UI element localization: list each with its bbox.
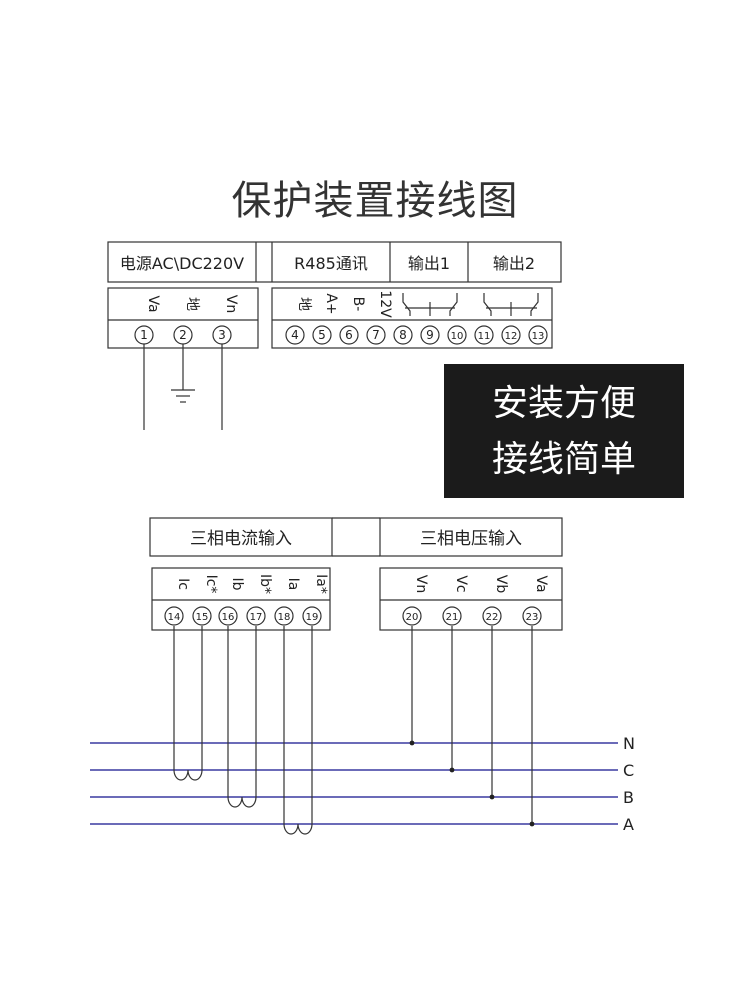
- header-output2: 输出2: [493, 254, 535, 273]
- terminal-number: 23: [526, 612, 539, 623]
- header-current-input: 三相电流输入: [190, 529, 292, 549]
- feature-badge: 安装方便 接线简单: [444, 364, 684, 498]
- header-output1: 输出1: [408, 254, 450, 273]
- terminal-number-circle: [246, 606, 266, 626]
- terminal-label: Vn: [413, 575, 429, 593]
- terminal-number-circle: [274, 606, 294, 626]
- terminal-number: 17: [250, 612, 263, 623]
- terminal-number-circle: [402, 606, 422, 626]
- relay-contact-output2-icon: [483, 293, 539, 316]
- ct-loop-b: [227, 626, 257, 808]
- terminal-number: 7: [372, 328, 380, 342]
- terminal-number-circle: [528, 325, 548, 345]
- terminal-number-circle: [393, 325, 413, 345]
- terminal-number-circle: [501, 325, 521, 345]
- terminal-label: 12V: [377, 290, 393, 318]
- junction-dot: [489, 794, 495, 800]
- terminal-number-circle: [192, 606, 212, 626]
- terminal-number: 16: [222, 612, 235, 623]
- terminal-number-circle: [302, 606, 322, 626]
- terminal-label: 地: [296, 297, 312, 311]
- terminal-label: Ib*: [257, 574, 273, 594]
- terminal-number-circle: [522, 606, 542, 626]
- bus-label-b: B: [623, 788, 634, 807]
- terminal-number: 15: [196, 612, 209, 623]
- terminal-number: 22: [486, 612, 499, 623]
- current-terminal-block: [151, 567, 331, 631]
- terminal-label: Vn: [223, 295, 239, 313]
- terminal-number-circle: [312, 325, 332, 345]
- terminal-number: 9: [426, 328, 434, 342]
- terminal-number: 13: [532, 331, 545, 342]
- terminal-number-circle: [218, 606, 238, 626]
- terminal-number-circle: [482, 606, 502, 626]
- top-header-bar: [107, 241, 562, 283]
- ct-loop-a: [283, 626, 313, 835]
- terminal-number-circle: [447, 325, 467, 345]
- terminal-label: Ia: [285, 578, 301, 591]
- bus-label-n: N: [623, 734, 635, 753]
- terminal-number-circle: [366, 325, 386, 345]
- terminal-number: 1: [140, 328, 148, 342]
- terminal-label: A+: [323, 293, 339, 314]
- ground-icon: [171, 389, 195, 403]
- terminal-number: 14: [168, 612, 181, 623]
- terminal-number: 5: [318, 328, 326, 342]
- relay-contact-output1-icon: [402, 293, 458, 316]
- terminal-number: 4: [291, 328, 299, 342]
- junction-dot: [409, 740, 415, 746]
- terminal-number-circle: [420, 325, 440, 345]
- header-power: 电源AC\DC220V: [120, 254, 244, 273]
- voltage-terminal-block: [379, 567, 563, 631]
- terminal-number-circle: [134, 325, 154, 345]
- terminal-number: 20: [406, 612, 419, 623]
- bus-label-a: A: [623, 815, 634, 834]
- junction-dot: [449, 767, 455, 773]
- terminal-label: Ic*: [203, 575, 219, 594]
- header-voltage-input: 三相电压输入: [420, 529, 522, 549]
- terminal-label: Ib: [229, 577, 245, 590]
- terminal-number: 3: [218, 328, 226, 342]
- current-header-bar: [149, 517, 333, 557]
- terminal-number-circle: [339, 325, 359, 345]
- terminal-label: Vc: [453, 575, 469, 592]
- terminal-label: Va: [145, 295, 161, 312]
- terminal-number-circle: [442, 606, 462, 626]
- terminal-label: 地: [184, 297, 200, 311]
- badge-line-1: 安装方便: [491, 383, 636, 424]
- terminal-number-circle: [212, 325, 232, 345]
- terminal-number: 10: [451, 331, 464, 342]
- ct-loop-c: [173, 626, 203, 781]
- diagram-title: 保护装置接线图: [231, 178, 519, 224]
- bus-label-c: C: [623, 761, 634, 780]
- terminal-number: 18: [278, 612, 291, 623]
- header-rs485: R485通讯: [294, 254, 368, 273]
- terminal-number-circle: [285, 325, 305, 345]
- terminal-number: 12: [505, 331, 518, 342]
- signal-terminal-block: [271, 287, 553, 349]
- terminal-label: B-: [350, 297, 366, 312]
- terminal-number-circle: [474, 325, 494, 345]
- terminal-label: Va: [533, 575, 549, 592]
- terminal-number: 11: [478, 331, 491, 342]
- terminal-label: Ia*: [313, 574, 329, 594]
- terminal-number: 2: [179, 328, 187, 342]
- terminal-number-circle: [164, 606, 184, 626]
- terminal-label: Ic: [175, 578, 191, 590]
- junction-dot: [529, 821, 535, 827]
- terminal-number: 19: [306, 612, 319, 623]
- terminal-number-circle: [173, 325, 193, 345]
- terminal-label: Vb: [493, 575, 509, 594]
- voltage-header-bar: [379, 517, 563, 557]
- terminal-number: 6: [345, 328, 353, 342]
- terminal-number: 21: [446, 612, 459, 623]
- badge-line-2: 接线简单: [491, 439, 636, 480]
- terminal-number: 8: [399, 328, 407, 342]
